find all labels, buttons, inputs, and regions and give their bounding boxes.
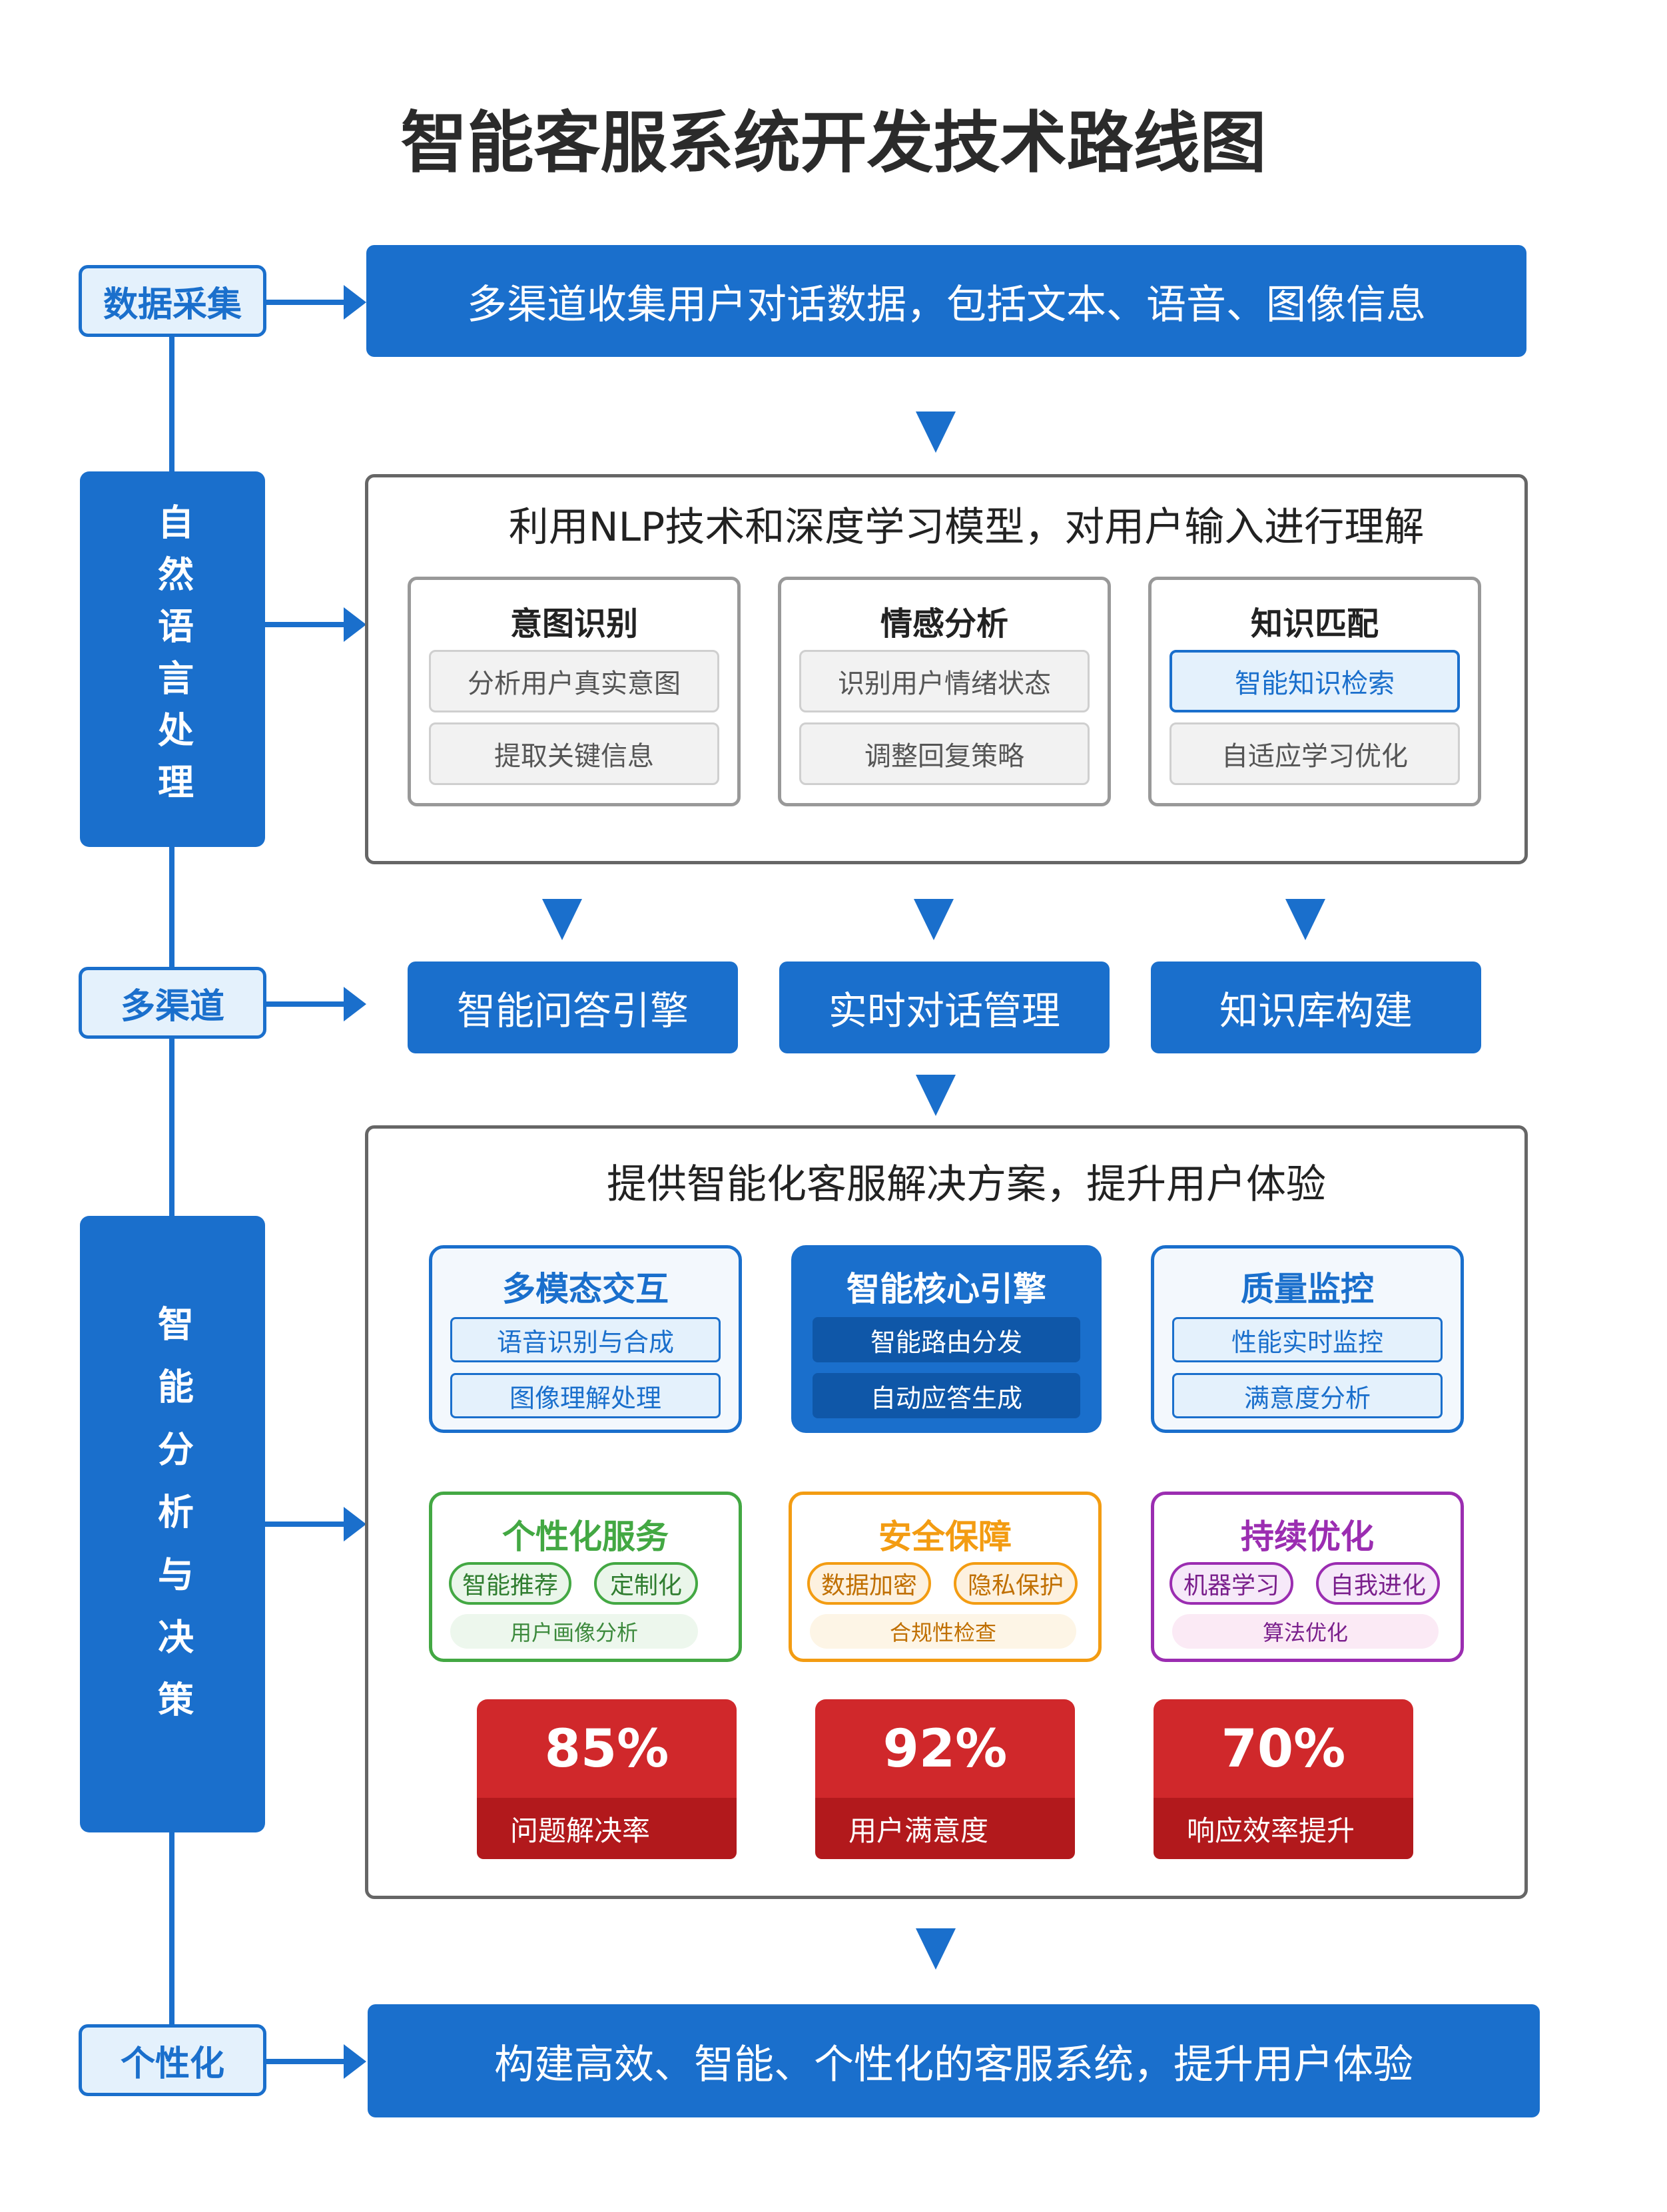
pill-self-evolution: 自我进化 [1316,1562,1440,1605]
pill-machine-learning: 机器学习 [1169,1562,1293,1605]
chip-adaptive-learning: 自适应学习优化 [1169,722,1460,785]
pill-recommend: 智能推荐 [449,1562,571,1605]
stage-personalization: 个性化 [79,2024,266,2096]
arrow-right-icon [265,1507,366,1541]
chip-knowledge-search: 智能知识检索 [1169,650,1460,712]
module-security-title: 安全保障 [878,1518,1012,1556]
arrow-right-icon [266,2044,366,2079]
stage-nlp: 自然语言处理 [80,471,265,847]
arrow-down-icon [916,412,956,453]
stage-analysis-label: 智能分析与决策 [151,1305,194,1743]
pill-privacy: 隐私保护 [954,1562,1078,1605]
pill-custom: 定制化 [594,1562,698,1605]
arrow-right-icon [266,987,366,1021]
module-multimodal-title: 多模态交互 [502,1270,669,1308]
metric-efficiency-value: 70% [1154,1699,1413,1799]
arrow-down-icon [542,899,582,940]
arrow-right-icon [265,607,366,642]
collect-banner: 多渠道收集用户对话数据，包括文本、语音、图像信息 [366,245,1526,357]
pill-encryption: 数据加密 [807,1562,931,1605]
module-personalized-title: 个性化服务 [502,1518,669,1556]
timeline-connector [169,326,174,2058]
metric-efficiency-label: 响应效率提升 [1154,1798,1413,1859]
band-compliance: 合规性检查 [810,1614,1076,1649]
page-title: 智能客服系统开发技术路线图 [400,103,1267,182]
stage-multichannel: 多渠道 [79,967,266,1039]
band-algorithm: 算法优化 [1172,1614,1439,1649]
channel-dialog-management: 实时对话管理 [779,962,1110,1053]
chip-detect-emotion: 识别用户情绪状态 [799,650,1090,712]
chip-extract-keys: 提取关键信息 [429,722,719,785]
chip-satisfaction: 满意度分析 [1172,1373,1443,1418]
module-core-engine-title: 智能核心引擎 [846,1270,1046,1308]
arrow-down-icon [1285,899,1325,940]
module-quality-title: 质量监控 [1241,1270,1374,1308]
card-sentiment-title: 情感分析 [880,605,1008,643]
channel-knowledge-base: 知识库构建 [1151,962,1481,1053]
nlp-panel-title: 利用NLP技术和深度学习模型，对用户输入进行理解 [508,503,1425,551]
chip-speech: 语音识别与合成 [450,1317,721,1362]
stage-analysis: 智能分析与决策 [80,1216,265,1832]
card-intent-title: 意图识别 [509,605,638,643]
chip-auto-reply: 自动应答生成 [813,1373,1080,1418]
arrow-right-icon [266,285,366,320]
metric-satisfaction-value: 92% [815,1699,1075,1799]
card-knowledge-title: 知识匹配 [1250,605,1379,643]
arrow-down-icon [916,1075,956,1116]
stage-data-collection: 数据采集 [79,265,266,337]
chip-analyze-intent: 分析用户真实意图 [429,650,719,712]
band-user-profile: 用户画像分析 [450,1614,698,1649]
stage-nlp-label: 自然语言处理 [151,503,194,815]
metric-resolution-label: 问题解决率 [477,1798,737,1859]
channel-qa-engine: 智能问答引擎 [408,962,738,1053]
chip-image: 图像理解处理 [450,1373,721,1418]
final-banner: 构建高效、智能、个性化的客服系统，提升用户体验 [368,2004,1540,2117]
solution-panel-title: 提供智能化客服解决方案，提升用户体验 [607,1161,1326,1208]
chip-adjust-strategy: 调整回复策略 [799,722,1090,785]
metric-satisfaction-label: 用户满意度 [815,1798,1075,1859]
arrow-down-icon [914,899,954,940]
chip-routing: 智能路由分发 [813,1317,1080,1362]
module-optimization-title: 持续优化 [1241,1518,1374,1556]
metric-resolution-value: 85% [477,1699,737,1799]
chip-monitoring: 性能实时监控 [1172,1317,1443,1362]
arrow-down-icon [916,1928,956,1970]
